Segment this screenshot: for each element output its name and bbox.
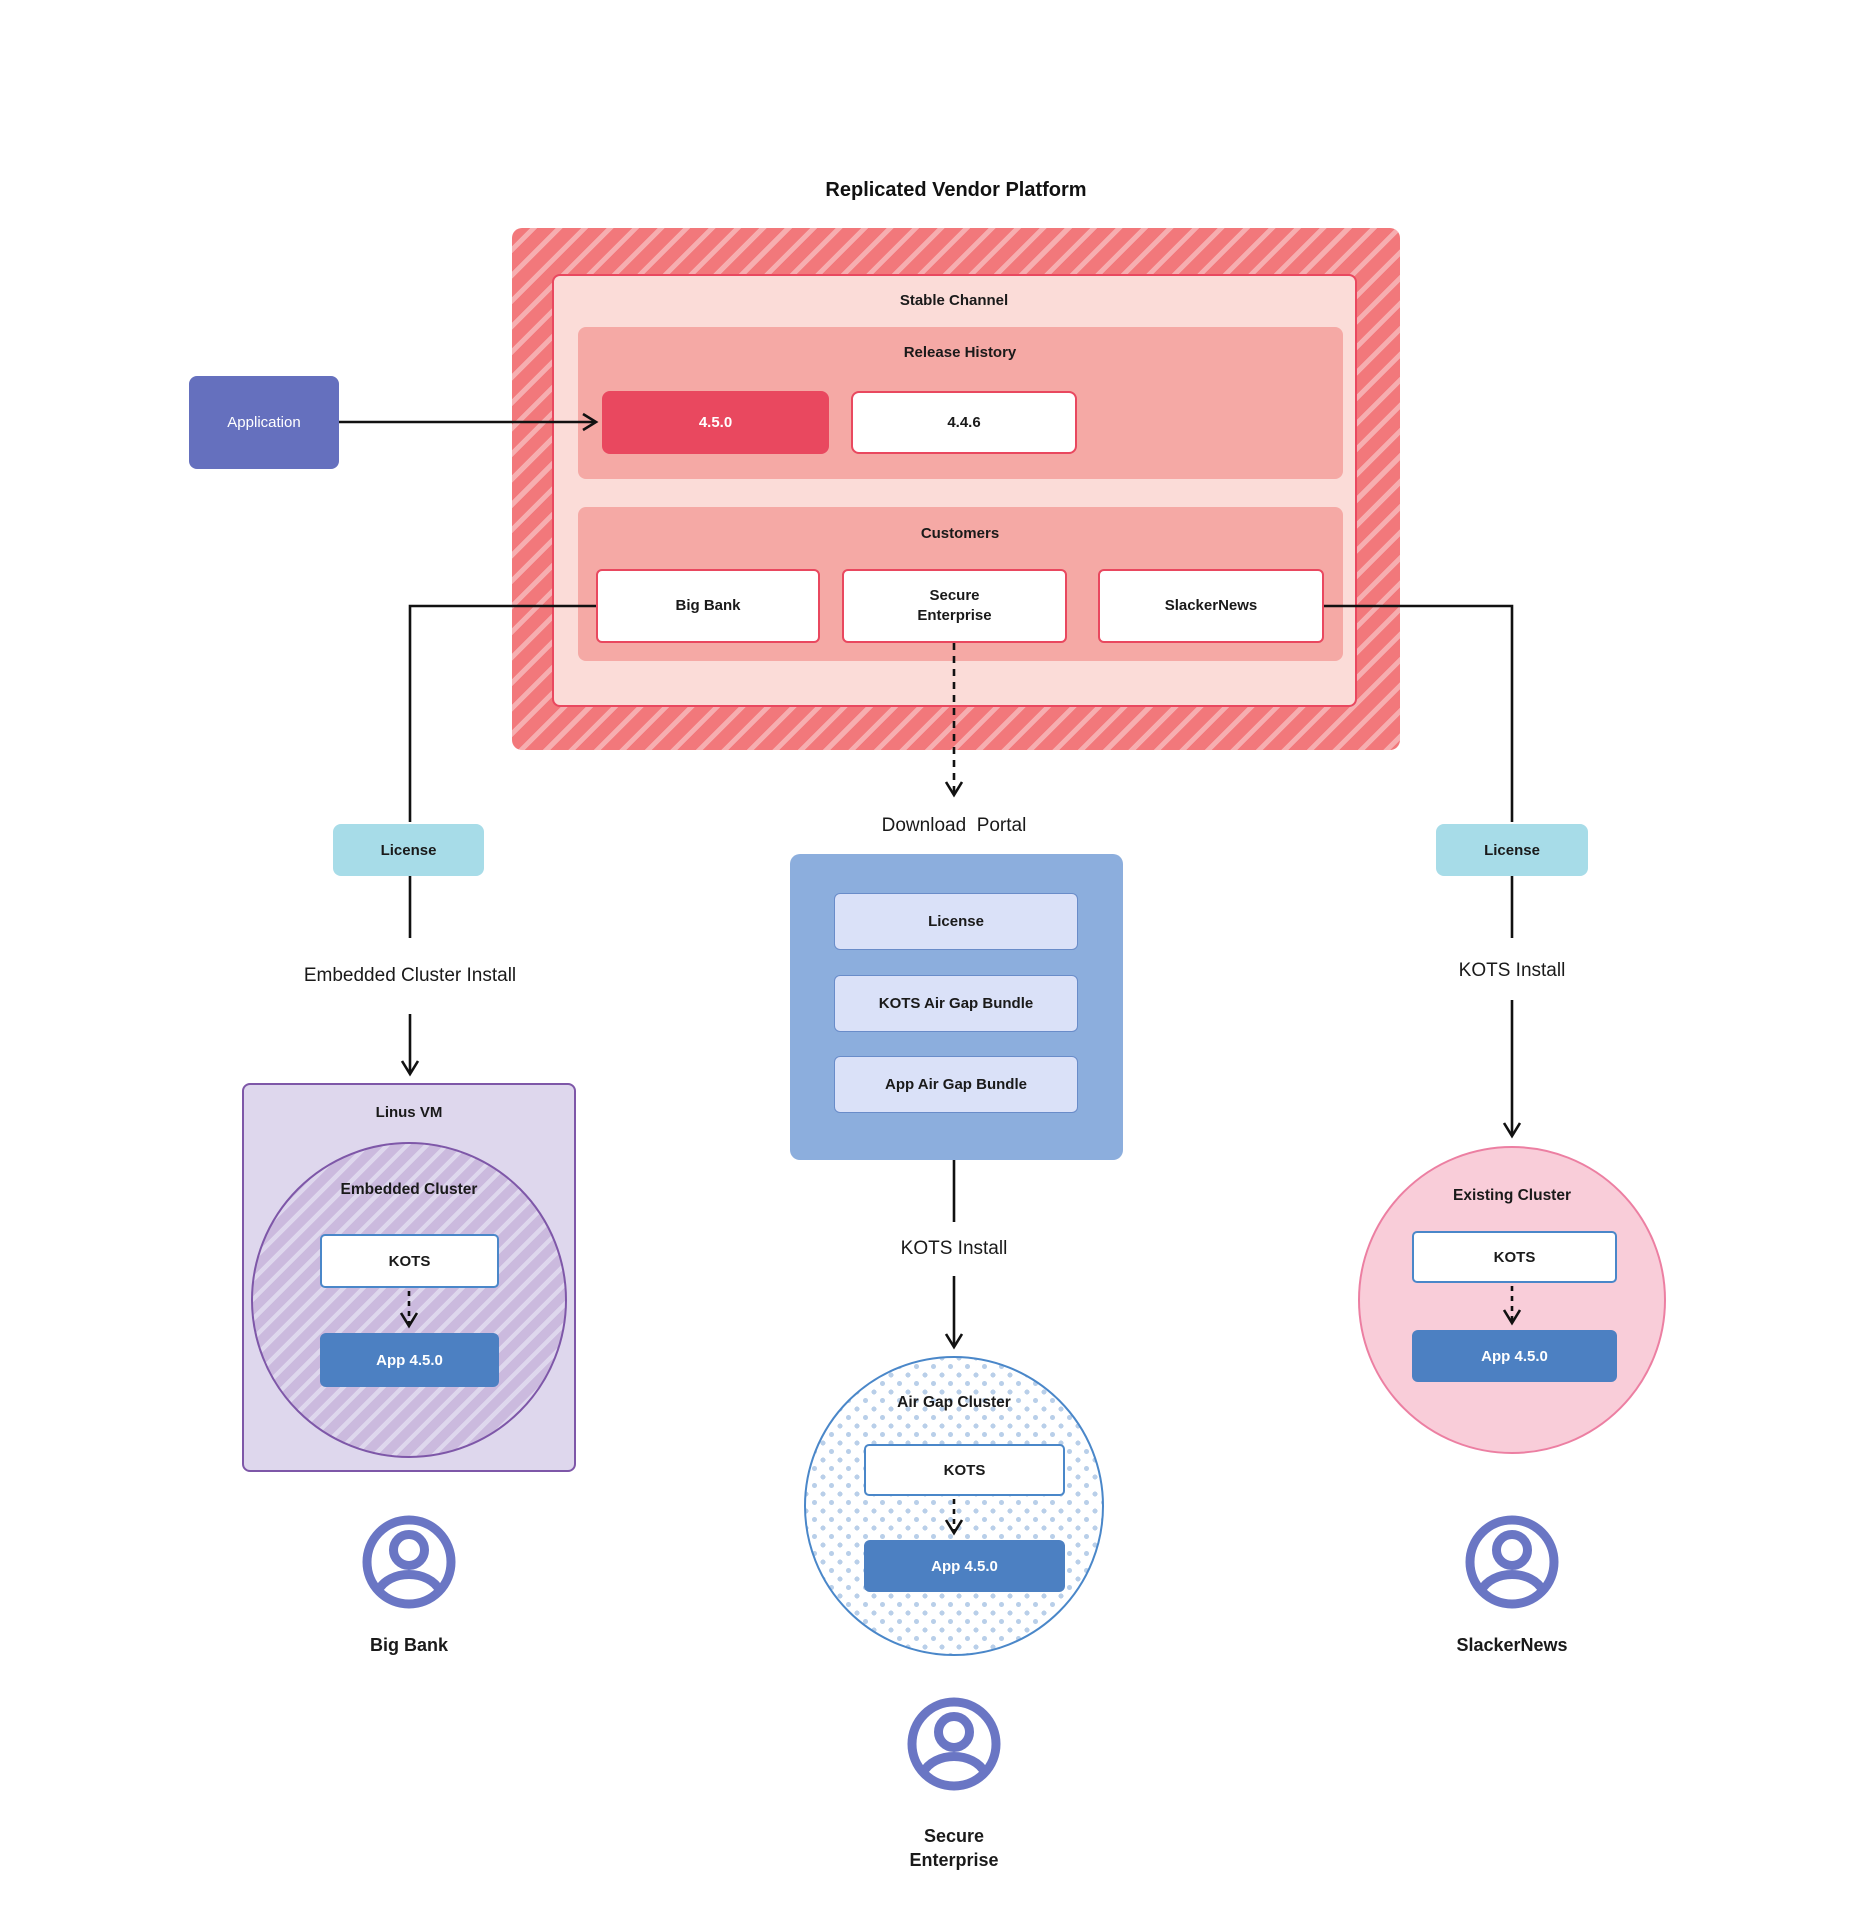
install-label-left: Embedded Cluster Install [303, 964, 517, 986]
kots-box-middle: KOTS [864, 1444, 1065, 1496]
diagram-title: Replicated Vendor Platform [825, 178, 1087, 201]
customer-name-slackernews: SlackerNews [1456, 1634, 1568, 1655]
install-label-right: KOTS Install [1458, 959, 1566, 981]
app-box-middle: App 4.5.0 [864, 1540, 1065, 1592]
user-icon-head [934, 1712, 974, 1752]
application-box: Application [189, 376, 339, 469]
portal-item-app-airgap-bundle: App Air Gap Bundle [834, 1056, 1078, 1113]
user-icon-body [1465, 1515, 1559, 1609]
user-icon [1465, 1515, 1559, 1609]
customers-label: Customers [920, 524, 1000, 542]
user-icon-shoulders [373, 1570, 445, 1594]
license-box-left: License [333, 824, 484, 876]
customer-box-slackernews: SlackerNews [1098, 569, 1324, 643]
release-previous-box: 4.4.6 [851, 391, 1077, 454]
download-portal-title: Download Portal [881, 815, 1027, 836]
customer-name-big-bank: Big Bank [369, 1634, 448, 1655]
user-icon-shoulders [918, 1752, 990, 1776]
user-icon-body [362, 1515, 456, 1609]
air-gap-cluster-circle [804, 1356, 1104, 1656]
user-icon-body [907, 1697, 1001, 1791]
customer-name-secure-enterprise: Secure Enterprise [909, 1825, 999, 1870]
air-gap-cluster-label: Air Gap Cluster [897, 1394, 1011, 1411]
kots-box-right: KOTS [1412, 1231, 1617, 1283]
embedded-cluster-label: Embedded Cluster [340, 1181, 478, 1198]
app-box-right: App 4.5.0 [1412, 1330, 1617, 1382]
user-icon [362, 1515, 456, 1609]
user-icon-head [1492, 1530, 1532, 1570]
portal-item-kots-airgap-bundle: KOTS Air Gap Bundle [834, 975, 1078, 1032]
user-icon [907, 1697, 1001, 1791]
license-box-right: License [1436, 824, 1588, 876]
customer-box-big-bank: Big Bank [596, 569, 820, 643]
app-box-left: App 4.5.0 [320, 1333, 499, 1387]
existing-cluster-label: Existing Cluster [1453, 1187, 1571, 1204]
kots-box-left: KOTS [320, 1234, 499, 1288]
linus-vm-label: Linus VM [375, 1103, 443, 1121]
user-icon-head [389, 1530, 429, 1570]
stable-channel-label: Stable Channel [899, 291, 1009, 309]
customer-box-secure-enterprise-label: Secure Enterprise [917, 586, 992, 624]
customer-box-secure-enterprise: Secure Enterprise [842, 569, 1067, 643]
release-current-box: 4.5.0 [602, 391, 829, 454]
portal-item-license: License [834, 893, 1078, 950]
release-history-label: Release History [903, 343, 1017, 361]
user-icon-shoulders [1476, 1570, 1548, 1594]
install-label-middle: KOTS Install [900, 1237, 1008, 1259]
